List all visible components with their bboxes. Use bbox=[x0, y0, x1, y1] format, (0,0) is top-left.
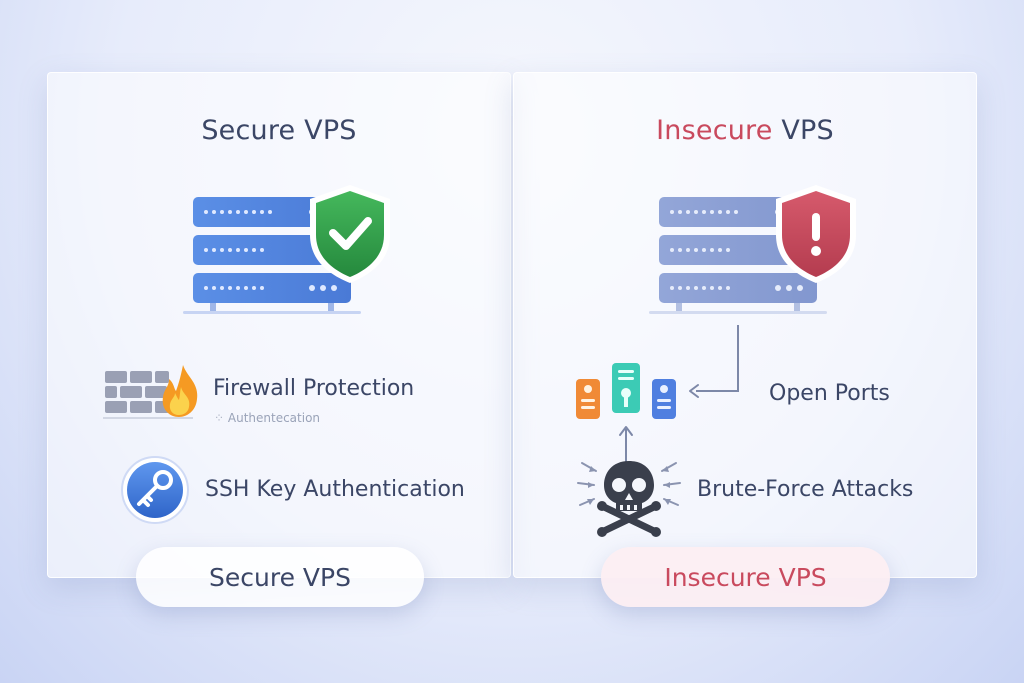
insecure-vps-pill[interactable]: Insecure VPS bbox=[601, 547, 890, 607]
secure-server-icon bbox=[183, 185, 390, 314]
insecure-vps-panel: Insecure VPS bbox=[513, 72, 977, 578]
connector-arrow bbox=[689, 325, 739, 398]
key-icon bbox=[121, 456, 189, 524]
firewall-protection-label: Firewall Protection bbox=[213, 376, 415, 401]
shield-alert-icon bbox=[776, 185, 856, 283]
open-ports-icon bbox=[576, 363, 676, 419]
attack-arrow bbox=[619, 426, 633, 465]
skull-crossbones-icon bbox=[577, 461, 681, 537]
authentication-sub-label: ⁘ Authentecation bbox=[214, 411, 321, 425]
secure-panel-title: Secure VPS bbox=[201, 115, 357, 146]
secure-vps-pill[interactable]: Secure VPS bbox=[136, 547, 424, 607]
shield-check-icon bbox=[310, 185, 390, 283]
ssh-key-auth-label: SSH Key Authentication bbox=[205, 477, 465, 502]
firewall-icon bbox=[103, 365, 198, 419]
insecure-panel-title: Insecure VPS bbox=[656, 115, 834, 146]
dots-icon: ⁘ bbox=[214, 411, 228, 425]
secure-vps-panel: Secure VPS bbox=[47, 72, 511, 578]
open-ports-label: Open Ports bbox=[769, 381, 890, 406]
brute-force-label: Brute-Force Attacks bbox=[697, 477, 914, 502]
insecure-server-icon bbox=[649, 185, 856, 314]
